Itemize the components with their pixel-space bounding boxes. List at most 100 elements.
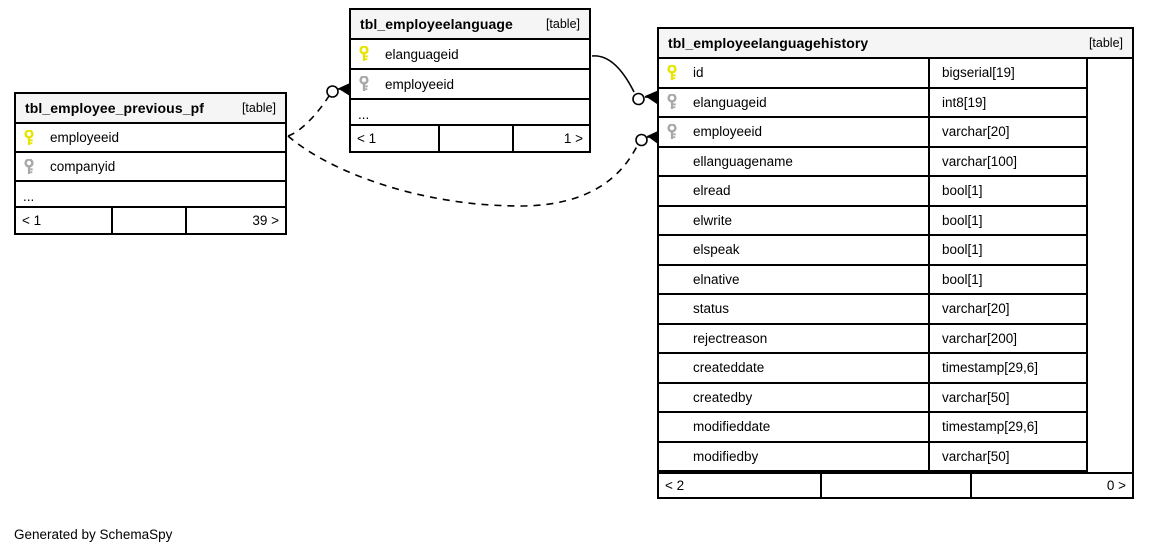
no-key-spacer: [665, 330, 679, 346]
footer-outgoing-relationship-count: 0 >: [970, 474, 1132, 497]
footer-incoming-relationship-count: < 1: [22, 213, 42, 228]
table-row[interactable]: ellanguagename: [659, 148, 928, 177]
generated-by-label: Generated by SchemaSpy: [14, 527, 173, 542]
table-row-type: bool[1]: [930, 236, 1086, 266]
primary-key-icon: [665, 64, 679, 81]
column-name: rejectreason: [693, 330, 768, 346]
column-name: employeeid: [385, 76, 455, 92]
column-name: modifiedby: [693, 448, 759, 464]
column-type: varchar[200]: [942, 330, 1018, 346]
footer-middle-cell: [438, 126, 512, 151]
table-row[interactable]: employeeid: [351, 70, 589, 100]
table-row[interactable]: rejectreason: [659, 325, 928, 354]
column-type: timestamp[29,6]: [942, 360, 1039, 376]
table-row-type: bigserial[19]: [930, 59, 1086, 89]
column-type: bool[1]: [942, 271, 983, 287]
table-title: tbl_employee_previous_pf: [25, 100, 205, 116]
column-type: varchar[100]: [942, 153, 1018, 169]
table-title: tbl_employeelanguage: [360, 16, 513, 32]
table-row[interactable]: elanguageid: [659, 89, 928, 118]
column-name: createddate: [693, 360, 765, 376]
footer-outgoing-relationship-count: 39 >: [185, 208, 285, 233]
column-name: elspeak: [693, 242, 740, 258]
no-key-spacer: [665, 212, 679, 228]
column-name: employeeid: [50, 130, 120, 145]
no-key-spacer: [665, 360, 679, 376]
table-type-tag: [table]: [241, 101, 276, 115]
table-row[interactable]: modifiedby: [659, 443, 928, 472]
column-type: bool[1]: [942, 212, 983, 228]
table-tbl-employeelanguage[interactable]: tbl_employeelanguage [table] elanguageid: [349, 8, 591, 153]
edge-previous-pf-to-employeelanguage: [287, 82, 352, 137]
table-row[interactable]: elread: [659, 177, 928, 207]
footer-middle-cell: [111, 208, 185, 233]
footer-outgoing-relationship-count: 1 >: [512, 126, 589, 151]
table-row[interactable]: modifieddate: [659, 413, 928, 443]
table-tbl-employee-previous-pf[interactable]: tbl_employee_previous_pf [table] employe…: [14, 92, 287, 235]
table-type-tag: [table]: [545, 17, 580, 31]
column-type: varchar[20]: [942, 301, 1010, 317]
column-type: bigserial[19]: [942, 65, 1015, 81]
table-header: tbl_employeelanguage [table]: [351, 10, 589, 40]
table-title: tbl_employeelanguagehistory: [668, 35, 869, 51]
edge-employeelanguage-to-history: [591, 55, 659, 106]
no-key-spacer: [665, 301, 679, 317]
column-type: timestamp[29,6]: [942, 419, 1039, 435]
column-name: modifieddate: [693, 419, 771, 435]
table-row[interactable]: createdby: [659, 384, 928, 413]
column-name: elwrite: [693, 212, 733, 228]
table-row-type: varchar[20]: [930, 295, 1086, 325]
column-name: elread: [693, 183, 731, 199]
column-type-list: bigserial[19] int8[19] varchar[20] varch…: [928, 59, 1086, 472]
footer-incoming-relationship-count: < 2: [665, 478, 685, 493]
table-row[interactable]: createddate: [659, 354, 928, 384]
column-name: elanguageid: [385, 46, 459, 62]
table-footer: < 1 1 >: [351, 126, 589, 151]
foreign-key-icon: [22, 157, 36, 175]
table-row[interactable]: id: [659, 59, 928, 89]
column-name-list: id elanguageid: [659, 59, 928, 472]
table-row[interactable]: employeeid: [16, 124, 285, 153]
no-key-spacer: [665, 153, 679, 169]
table-header: tbl_employee_previous_pf [table]: [16, 94, 285, 124]
column-type: int8[19]: [942, 94, 987, 110]
table-row-type: varchar[20]: [930, 118, 1086, 148]
table-row[interactable]: elspeak: [659, 236, 928, 266]
table-row-type: bool[1]: [930, 207, 1086, 236]
table-row-type: timestamp[29,6]: [930, 354, 1086, 384]
column-name: employeeid: [693, 124, 763, 140]
footer-incoming-relationship-count: < 1: [357, 131, 377, 146]
column-name: elanguageid: [693, 94, 767, 110]
table-row-type: varchar[50]: [930, 443, 1086, 472]
table-body: id elanguageid: [659, 59, 1132, 472]
table-row-type: bool[1]: [930, 266, 1086, 295]
no-key-spacer: [665, 419, 679, 435]
table-row-type: varchar[100]: [930, 148, 1086, 177]
column-name: companyid: [50, 159, 116, 174]
no-key-spacer: [665, 183, 679, 199]
column-name: status: [693, 301, 730, 317]
primary-key-icon: [357, 45, 371, 62]
more-columns-ellipsis: ...: [351, 100, 589, 126]
table-row[interactable]: elnative: [659, 266, 928, 295]
table-row[interactable]: status: [659, 295, 928, 325]
table-row-type: varchar[200]: [930, 325, 1086, 354]
column-name: createdby: [693, 389, 753, 405]
table-row-type: int8[19]: [930, 89, 1086, 118]
no-key-spacer: [665, 389, 679, 405]
table-row-type: varchar[50]: [930, 384, 1086, 413]
no-key-spacer: [665, 242, 679, 258]
column-type: varchar[50]: [942, 389, 1010, 405]
column-name: elnative: [693, 271, 740, 287]
foreign-key-icon: [357, 75, 371, 92]
table-row[interactable]: employeeid: [659, 118, 928, 148]
table-row[interactable]: companyid: [16, 153, 285, 182]
table-tbl-employeelanguagehistory[interactable]: tbl_employeelanguagehistory [table] id: [657, 27, 1134, 499]
foreign-key-icon: [665, 93, 679, 110]
column-type: bool[1]: [942, 242, 983, 258]
table-footer: < 1 39 >: [16, 208, 285, 233]
table-row[interactable]: elwrite: [659, 207, 928, 236]
column-name: id: [693, 65, 704, 81]
more-columns-ellipsis: ...: [16, 182, 285, 208]
table-row[interactable]: elanguageid: [351, 40, 589, 70]
